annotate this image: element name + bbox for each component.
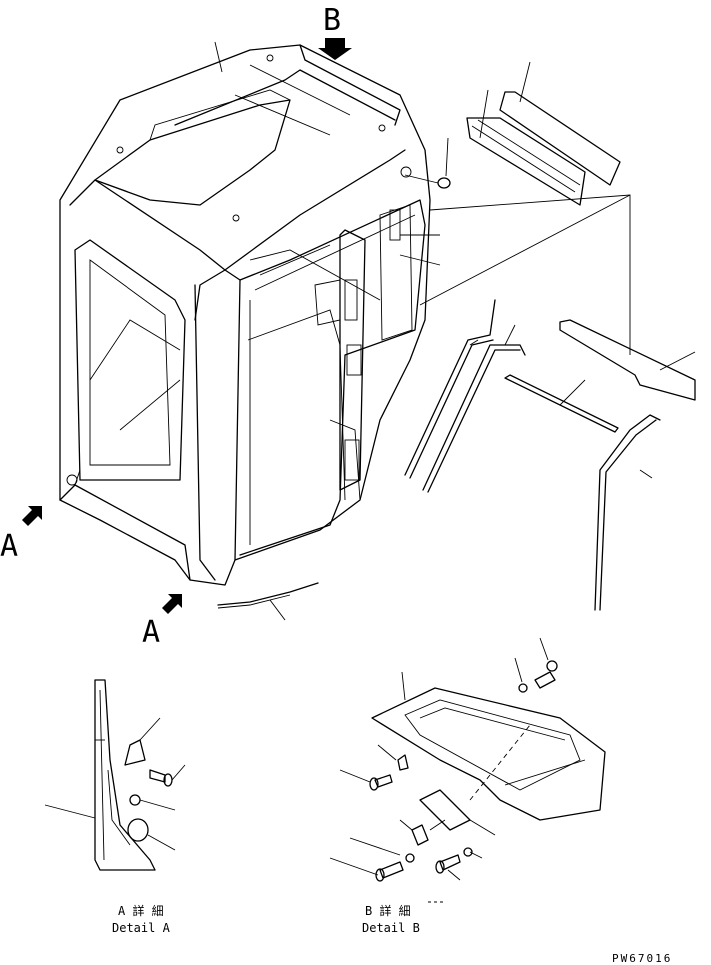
weatherstrip xyxy=(594,414,661,611)
seal-strip-1 xyxy=(404,299,496,479)
view-arrow-b xyxy=(318,38,352,60)
detail-a-caption-jp: A 詳 細 xyxy=(118,903,164,918)
rear-glass-panel xyxy=(466,89,586,206)
flat-strip-upper xyxy=(559,319,696,401)
view-label-a-left: A xyxy=(0,529,18,564)
view-label-a-bottom: A xyxy=(142,615,160,650)
detail-b xyxy=(329,637,606,903)
detail-a-caption-en: Detail A xyxy=(112,921,171,935)
bottom-trim-strip xyxy=(217,582,319,621)
view-arrow-a-bottom xyxy=(162,594,182,614)
detail-b-caption-en: Detail B xyxy=(362,921,420,935)
cab-frame xyxy=(59,44,431,586)
detail-b-caption-jp: B 詳 細 xyxy=(365,903,411,918)
thin-bar xyxy=(504,374,619,433)
detail-a xyxy=(44,679,186,871)
view-label-b: B xyxy=(323,3,341,38)
leader-line xyxy=(214,41,223,73)
seal-strip-2 xyxy=(422,324,526,493)
drawing-number: PW67016 xyxy=(612,952,672,965)
view-arrow-a-left xyxy=(22,506,42,526)
grommet xyxy=(404,137,451,189)
sunshade-sheet xyxy=(499,61,621,186)
